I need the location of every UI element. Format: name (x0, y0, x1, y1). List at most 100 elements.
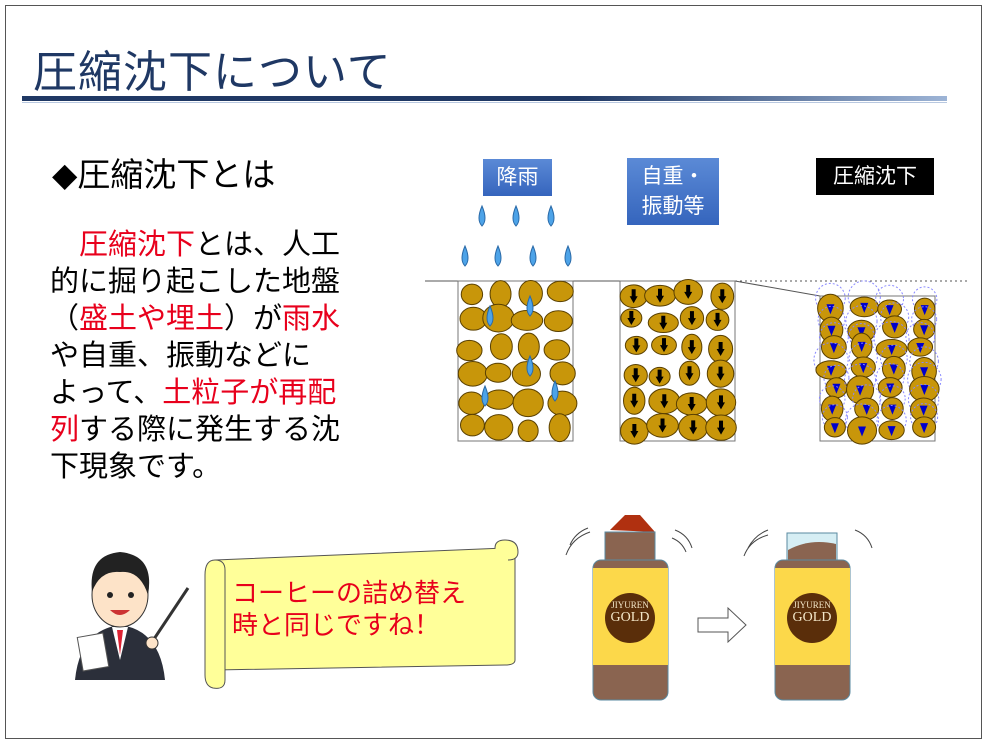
speech-scroll (204, 539, 519, 689)
body-text-segment: とは、人工 (195, 227, 341, 261)
rain-drop-icon (526, 354, 534, 377)
down-arrow-icon (920, 385, 929, 396)
soil-particle (543, 310, 573, 333)
label-compression: 圧縮沈下 (816, 158, 934, 195)
down-arrow-icon (685, 366, 694, 381)
original-position-outline (905, 322, 936, 352)
down-arrow-icon (885, 305, 894, 316)
down-arrow-icon (920, 423, 929, 434)
down-arrow-icon (632, 338, 641, 353)
body-line: 列する際に発生する沈 (50, 411, 340, 448)
down-arrow-icon (887, 344, 896, 355)
down-arrow-icon (858, 426, 867, 437)
down-arrow-icon (859, 363, 868, 374)
down-arrow-icon (630, 393, 639, 408)
body-line: 下現象です。 (50, 448, 340, 485)
title-underline (22, 96, 947, 101)
soil-particle (546, 280, 574, 303)
down-arrow-icon (826, 304, 835, 315)
speech-line-1: コーヒーの詰め替え (232, 579, 467, 609)
jar-label-before: JIYUREN GOLD (605, 600, 655, 626)
body-text-segment: ）が (224, 301, 283, 335)
soil-particle (548, 413, 571, 443)
body-line: や自重、振動などに (50, 337, 340, 374)
highlight-text: 盛土や埋土 (79, 301, 225, 335)
title-underline-thin (22, 102, 947, 103)
down-arrow-icon (659, 338, 668, 353)
label-weight-line1: 自重・ (641, 164, 705, 188)
down-arrow-icon (687, 397, 696, 412)
rain-drop-icon (547, 204, 555, 227)
down-arrow-icon (658, 418, 667, 433)
soil-particle (517, 332, 540, 361)
body-text-segment: よって、 (50, 375, 163, 409)
highlight-text: 列 (50, 412, 80, 446)
rain-drop-icon (551, 379, 559, 402)
down-arrow-icon (713, 312, 722, 327)
down-arrow-icon (655, 369, 664, 384)
soil-particle (456, 339, 483, 362)
body-text-segment: する際に発生する沈 (79, 412, 341, 446)
soil-particle (510, 310, 544, 331)
down-arrow-icon (687, 311, 696, 326)
body-text-segment: 下現象です。 (50, 449, 222, 483)
coffee-jar-after (743, 529, 873, 701)
rain-drop-icon (529, 244, 537, 267)
rain-drop-icon (481, 384, 489, 407)
body-line: 圧縮沈下とは、人工 (50, 226, 340, 263)
down-arrow-icon (920, 367, 929, 378)
down-arrow-icon (829, 343, 838, 354)
highlight-text: 雨水 (282, 301, 341, 335)
original-position-outline (907, 361, 942, 397)
slide-frame (5, 5, 982, 739)
label-weight-line2: 振動等 (641, 194, 705, 218)
rain-drop-icon (526, 294, 534, 317)
soil-particle (459, 413, 485, 437)
arrow-right-icon (697, 606, 747, 644)
down-arrow-icon (887, 426, 896, 437)
down-arrow-icon (919, 405, 928, 416)
speech-line-2: 時と同じですね！ (232, 611, 441, 641)
rain-drop-icon (478, 204, 486, 227)
soil-particle (458, 391, 485, 415)
original-position-outline (879, 385, 906, 412)
jar-brand-line2: GOLD (792, 610, 832, 625)
original-position-outline (909, 346, 939, 376)
rain-drop-icon (512, 204, 520, 227)
rain-drops (461, 204, 572, 407)
down-arrow-icon (687, 340, 696, 355)
original-position-outline (907, 383, 940, 416)
section-heading: ◆圧縮沈下とは (52, 155, 276, 194)
page-title: 圧縮沈下について (33, 47, 392, 98)
down-arrow-icon (656, 288, 665, 303)
soil-particle (484, 414, 514, 441)
down-arrow-icon (830, 423, 839, 434)
original-position-outline (848, 322, 875, 349)
soil-particle (489, 280, 512, 308)
rain-drop-icon (486, 304, 494, 327)
down-arrow-icon (717, 420, 726, 435)
highlight-text: 土粒子が再配 (162, 375, 337, 409)
down-arrow-icon (857, 327, 866, 338)
soil-particle (517, 419, 539, 443)
down-arrow-icon (659, 315, 668, 330)
jar-brand-line2: GOLD (610, 610, 650, 625)
down-arrow-icon (716, 366, 725, 381)
down-arrow-icon (629, 289, 638, 304)
jar-label-after: JIYUREN GOLD (787, 600, 837, 626)
down-arrow-icon (684, 284, 693, 299)
original-position-outline (823, 364, 850, 391)
down-arrow-icon (916, 343, 925, 354)
body-text-segment: （ (50, 301, 80, 335)
jar-brand-line1: JIYUREN (611, 600, 649, 610)
down-arrow-icon (832, 383, 841, 394)
down-arrow-icon (718, 289, 727, 304)
original-position-outline (818, 322, 849, 353)
original-position-outline (813, 342, 849, 378)
down-arrow-icon (827, 365, 836, 376)
original-position-outline (815, 282, 846, 314)
down-arrow-icon (889, 364, 898, 375)
down-arrow-icon (862, 404, 871, 415)
original-position-outline (876, 405, 907, 436)
